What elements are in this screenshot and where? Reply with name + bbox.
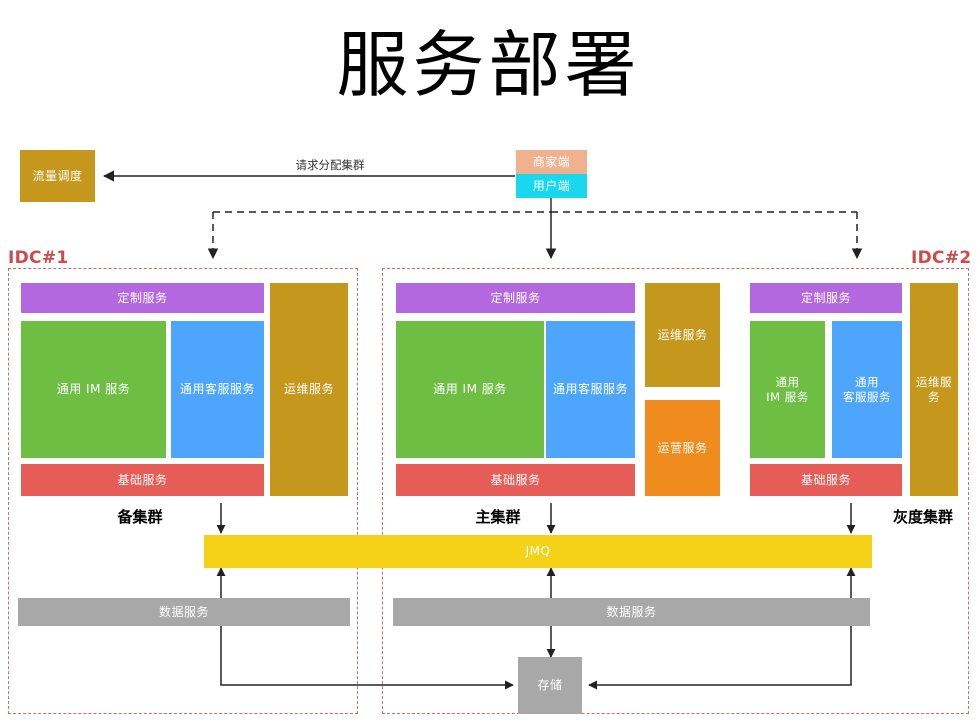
- main-base-service-label: 基础服务: [490, 472, 541, 487]
- storage-label: 存储: [537, 678, 563, 692]
- gray-base-service-block[interactable]: 基础服务: [750, 464, 902, 496]
- jmq-bus[interactable]: JMQ: [204, 535, 872, 568]
- user-client-box[interactable]: 用户端: [516, 174, 587, 198]
- left-data-service-bar[interactable]: 数据服务: [18, 598, 350, 626]
- merchant-client-box[interactable]: 商家端: [516, 150, 587, 174]
- backup-cs-service-label: 通用客服服务: [179, 382, 255, 396]
- idc-2-label: IDC#2: [911, 248, 972, 268]
- gray-ops-service-label-line1: 运维服: [916, 374, 952, 389]
- main-operation-service-block[interactable]: 运营服务: [645, 400, 720, 496]
- gray-cs-service-label-line2: 客服服务: [843, 389, 891, 404]
- main-ops-service-label: 运维服务: [657, 327, 708, 342]
- gray-ops-service-label-line2: 务: [928, 389, 940, 404]
- main-cs-service-label: 通用客服服务: [552, 382, 628, 396]
- merchant-client-label: 商家端: [532, 154, 571, 169]
- request-dispatch-label: 请求分配集群: [295, 158, 365, 172]
- jmq-label: JMQ: [525, 544, 551, 558]
- main-cs-service-block[interactable]: 通用客服服务: [546, 321, 635, 458]
- backup-custom-service-label: 定制服务: [117, 290, 168, 305]
- left-data-service-label: 数据服务: [158, 604, 209, 619]
- backup-base-service-block[interactable]: 基础服务: [21, 464, 264, 496]
- backup-ops-service-label: 运维服务: [283, 382, 334, 396]
- right-data-service-bar[interactable]: 数据服务: [393, 598, 870, 626]
- idc-1-label: IDC#1: [8, 248, 69, 268]
- backup-cluster-caption: 备集群: [117, 508, 163, 526]
- backup-im-service-label: 通用 IM 服务: [56, 382, 131, 396]
- main-ops-service-block[interactable]: 运维服务: [645, 283, 720, 387]
- backup-cs-service-block[interactable]: 通用客服服务: [171, 321, 264, 458]
- gray-cluster-caption: 灰度集群: [892, 508, 953, 526]
- gray-cs-service-label-line1: 通用: [855, 374, 879, 389]
- main-custom-service-label: 定制服务: [490, 290, 541, 305]
- gray-im-service-block[interactable]: 通用 IM 服务: [750, 321, 825, 458]
- main-cluster-caption: 主集群: [475, 508, 521, 526]
- gray-custom-service-block[interactable]: 定制服务: [750, 283, 902, 313]
- main-operation-service-label: 运营服务: [657, 440, 708, 455]
- main-custom-service-block[interactable]: 定制服务: [396, 283, 635, 313]
- main-base-service-block[interactable]: 基础服务: [396, 464, 635, 496]
- backup-im-service-block[interactable]: 通用 IM 服务: [21, 321, 166, 458]
- right-data-service-label: 数据服务: [606, 604, 657, 619]
- storage-box[interactable]: 存储: [518, 657, 582, 714]
- gray-custom-service-label: 定制服务: [800, 290, 851, 305]
- backup-ops-service-block[interactable]: 运维服务: [270, 283, 348, 496]
- user-client-label: 用户端: [532, 178, 571, 193]
- gray-cs-service-block[interactable]: 通用 客服服务: [832, 321, 902, 458]
- gray-ops-service-block[interactable]: 运维服 务: [910, 283, 958, 496]
- page-title: 服务部署: [336, 23, 641, 107]
- traffic-scheduler-label: 流量调度: [32, 168, 83, 183]
- gray-base-service-label: 基础服务: [800, 472, 851, 487]
- backup-base-service-label: 基础服务: [117, 472, 168, 487]
- main-im-service-block[interactable]: 通用 IM 服务: [396, 321, 544, 458]
- idc-1-region: [8, 268, 358, 714]
- gray-im-service-label-line1: 通用: [775, 374, 800, 389]
- main-im-service-label: 通用 IM 服务: [433, 382, 507, 396]
- traffic-scheduler-box[interactable]: 流量调度: [20, 150, 95, 202]
- gray-im-service-label-line2: IM 服务: [766, 389, 809, 404]
- idc-2-region: [382, 268, 969, 714]
- backup-custom-service-block[interactable]: 定制服务: [21, 283, 264, 313]
